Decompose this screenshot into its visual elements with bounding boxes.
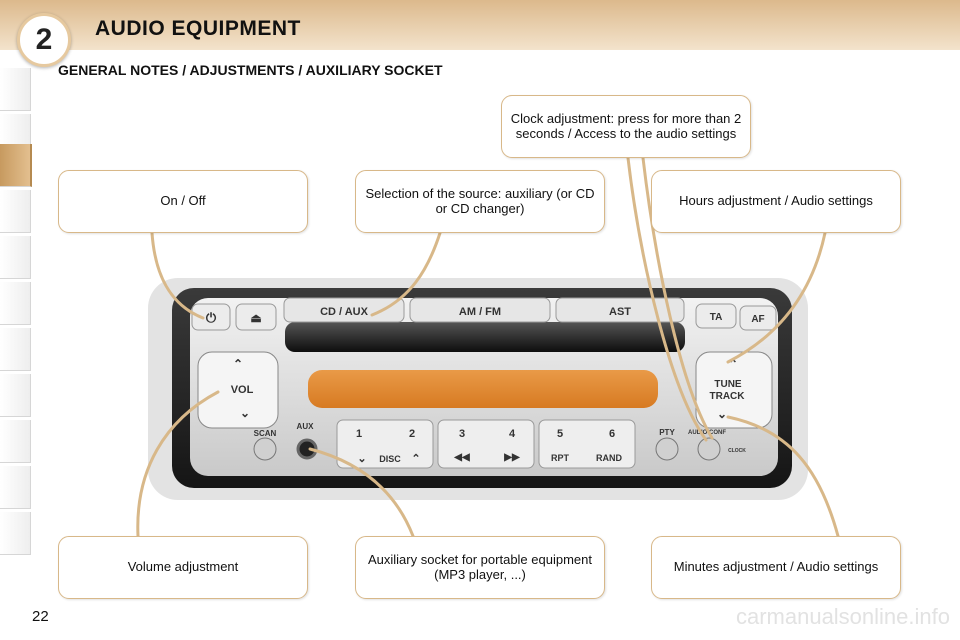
volume-up-icon: ⌃ — [233, 357, 243, 371]
callout-clock-adjustment: Clock adjustment: press for more than 2 … — [501, 95, 751, 158]
tune-label: TUNE — [714, 379, 742, 390]
rpt-label: RPT — [551, 453, 570, 463]
rewind-icon: ◀◀ — [453, 452, 470, 463]
chapter-tab-active[interactable] — [0, 144, 32, 187]
pty-button — [655, 437, 679, 461]
page-title: AUDIO EQUIPMENT — [95, 17, 301, 40]
callout-auxiliary-socket: Auxiliary socket for portable equipment … — [355, 536, 605, 599]
am-fm-button — [409, 297, 551, 323]
preset-5-6-button — [538, 419, 636, 469]
callout-on-off: On / Off — [58, 170, 308, 233]
chapter-tab[interactable] — [0, 328, 31, 371]
leader-volume — [136, 390, 220, 538]
disc-label: DISC — [379, 454, 401, 464]
leader-minutes — [726, 415, 840, 538]
volume-down-icon: ⌄ — [240, 406, 250, 420]
track-label: TRACK — [710, 391, 746, 402]
leader-hours — [726, 231, 827, 364]
af-label: AF — [751, 314, 764, 325]
audio-conf-clock-button — [697, 437, 721, 461]
page-number: 22 — [32, 608, 49, 625]
scan-button — [253, 437, 277, 461]
tune-track-rocker — [695, 351, 773, 429]
ast-button — [555, 297, 685, 323]
leader-clock-2 — [641, 156, 714, 440]
chapter-tab[interactable] — [0, 68, 31, 111]
am-fm-label: AM / FM — [459, 306, 501, 318]
ta-button — [695, 303, 737, 329]
preset-3-4-button — [437, 419, 535, 469]
cd-slot — [285, 322, 685, 352]
tune-up-icon: ⌃ — [728, 357, 738, 371]
leader-clock — [626, 156, 708, 442]
aux-socket — [296, 438, 318, 460]
cd-aux-button — [283, 297, 405, 323]
preset-2-label: 2 — [409, 428, 415, 440]
preset-6-label: 6 — [609, 428, 615, 440]
preset-5-label: 5 — [557, 428, 563, 440]
preset-1-label: 1 — [356, 428, 362, 440]
chapter-tab[interactable] — [0, 512, 31, 555]
clock-label: CLOCK — [728, 448, 746, 454]
ta-label: TA — [710, 312, 723, 323]
power-icon: ⏻ — [206, 310, 217, 325]
chapter-tab[interactable] — [0, 374, 31, 417]
chapter-tab[interactable] — [0, 190, 31, 233]
leader-aux — [308, 447, 415, 538]
preset-1-2-button — [336, 419, 434, 469]
chapter-tab[interactable] — [0, 420, 31, 463]
section-title: GENERAL NOTES / ADJUSTMENTS / AUXILIARY … — [58, 62, 443, 78]
display-screen — [308, 370, 658, 408]
cd-aux-label: CD / AUX — [320, 306, 369, 318]
callout-minutes-adjustment: Minutes adjustment / Audio settings — [651, 536, 901, 599]
audio-conf-label: AUDIO CONF — [688, 430, 726, 436]
preset-3-label: 3 — [459, 428, 465, 440]
chapter-number-badge: 2 — [17, 13, 71, 67]
callout-source-selection: Selection of the source: auxiliary (or C… — [355, 170, 605, 233]
eject-button — [235, 303, 277, 331]
callout-hours-adjustment: Hours adjustment / Audio settings — [651, 170, 901, 233]
chapter-tab[interactable] — [0, 236, 31, 279]
pty-label: PTY — [659, 428, 675, 437]
leader-on-off — [150, 231, 205, 320]
ast-label: AST — [609, 306, 631, 318]
tune-down-icon: ⌄ — [717, 407, 727, 421]
watermark: carmanualsonline.info — [735, 604, 950, 629]
fast-forward-icon: ▶▶ — [503, 452, 521, 463]
chapter-header — [0, 0, 960, 50]
callout-volume-adjustment: Volume adjustment — [58, 536, 308, 599]
volume-rocker — [197, 351, 279, 429]
disc-up-icon: ⌃ — [411, 453, 420, 465]
aux-label: AUX — [297, 422, 315, 431]
scan-label: SCAN — [254, 429, 277, 438]
chapter-tab[interactable] — [0, 466, 31, 509]
disc-down-icon: ⌄ — [357, 453, 366, 465]
af-button — [739, 305, 777, 331]
eject-icon: ⏏ — [250, 311, 262, 325]
rand-label: RAND — [596, 453, 622, 463]
vol-label: VOL — [231, 384, 254, 396]
chapter-tab[interactable] — [0, 282, 31, 325]
chapter-tabs — [0, 68, 34, 578]
power-button — [191, 303, 231, 331]
preset-4-label: 4 — [509, 428, 516, 440]
leader-source — [370, 231, 442, 317]
